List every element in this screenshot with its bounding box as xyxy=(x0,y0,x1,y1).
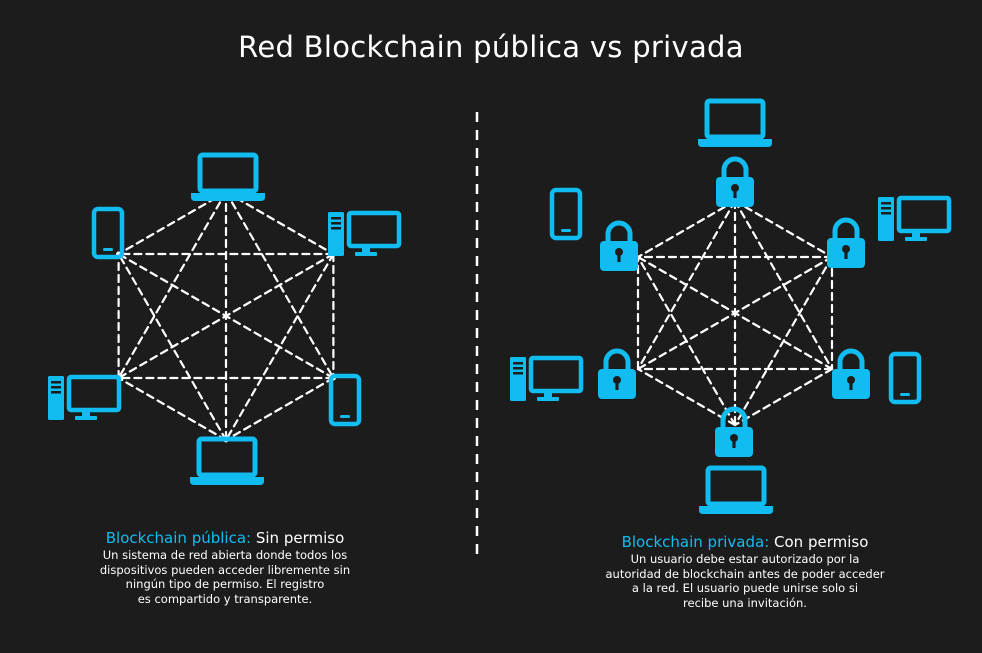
phone-icon xyxy=(91,206,125,260)
phone-icon xyxy=(549,187,583,241)
laptop-icon xyxy=(698,98,772,147)
network-link xyxy=(636,255,737,427)
padlock-icon xyxy=(715,406,753,457)
public-description-line: ningún tipo de permiso. El registro xyxy=(125,577,325,591)
private-heading-accent: Blockchain privada: xyxy=(621,533,770,551)
public-network xyxy=(48,152,402,485)
network-link xyxy=(636,199,737,259)
padlock-icon xyxy=(716,156,754,207)
padlock-icon xyxy=(598,348,636,399)
private-description-line: a la red. El usuario puede unirse solo s… xyxy=(631,581,859,595)
private-description-line: autoridad de blockchain antes de poder a… xyxy=(605,566,885,581)
phone-icon xyxy=(328,373,362,427)
padlock-icon xyxy=(827,217,865,268)
padlock-icon xyxy=(832,348,870,399)
public-heading: Blockchain pública: Sin permiso xyxy=(70,528,380,548)
laptop-icon xyxy=(191,152,265,201)
private-description-line: Un usuario debe estar autorizado por la xyxy=(630,552,860,566)
network-link xyxy=(733,367,834,427)
desktop-icon xyxy=(510,355,584,401)
public-caption: Blockchain pública: Sin permiso Un siste… xyxy=(70,528,380,606)
network-link xyxy=(224,376,335,442)
network-link xyxy=(733,199,834,259)
public-description-line: dispositivos pueden acceder libremente s… xyxy=(99,562,351,577)
network-link xyxy=(117,376,228,442)
network-link xyxy=(636,255,834,371)
desktop-icon xyxy=(328,210,402,256)
network-link xyxy=(117,252,228,442)
public-heading-rest: Sin permiso xyxy=(255,529,345,547)
phone-icon xyxy=(888,351,922,405)
desktop-icon xyxy=(878,195,952,241)
private-description-line: recibe una invitación. xyxy=(683,595,807,610)
laptop-icon xyxy=(190,436,264,485)
network-link xyxy=(224,190,335,256)
padlock-icon xyxy=(600,220,638,271)
network-link xyxy=(636,367,737,427)
private-caption: Blockchain privada: Con permiso Un usuar… xyxy=(590,532,900,610)
public-heading-accent: Blockchain pública: xyxy=(105,529,252,547)
public-description-line: Un sistema de red abierta donde todos lo… xyxy=(102,548,348,562)
laptop-icon xyxy=(699,465,773,514)
private-heading: Blockchain privada: Con permiso xyxy=(590,532,900,552)
private-heading-rest: Con permiso xyxy=(774,533,869,551)
network-link xyxy=(117,252,335,380)
network-link xyxy=(117,190,228,256)
desktop-icon xyxy=(48,374,122,420)
page-title: Red Blockchain pública vs privada xyxy=(238,30,744,64)
public-description-line: es compartido y transparente. xyxy=(137,591,313,606)
private-network xyxy=(510,98,952,514)
